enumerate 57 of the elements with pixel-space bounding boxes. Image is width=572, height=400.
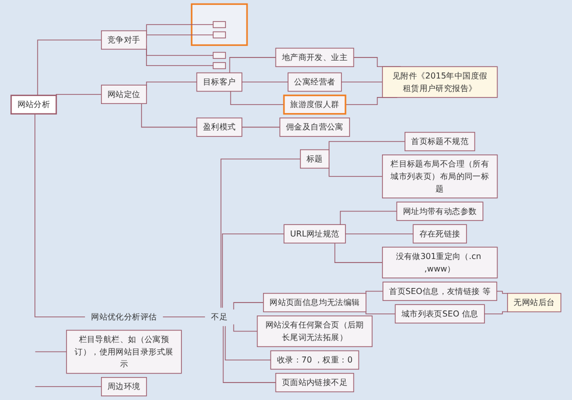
node-box (394, 304, 485, 324)
connector (224, 326, 272, 360)
node-box (288, 72, 342, 92)
connector (146, 48, 214, 66)
connector (233, 302, 264, 310)
node-box (256, 316, 373, 348)
node-box (66, 330, 182, 374)
connector (229, 57, 276, 74)
connector (496, 290, 509, 294)
node-box (10, 94, 57, 114)
connector (37, 40, 102, 96)
connector (334, 242, 383, 263)
node-box (275, 372, 354, 392)
node-box (284, 224, 346, 244)
node-text: 网站优化分析评估 (91, 312, 157, 322)
connector (242, 126, 280, 128)
node-box (382, 246, 498, 278)
node-box (382, 154, 498, 198)
node-box (382, 66, 498, 98)
node-box (101, 377, 147, 396)
node-box (404, 132, 476, 152)
node-box (212, 21, 226, 28)
node-box (212, 62, 226, 70)
connector (340, 210, 398, 225)
connector (141, 103, 198, 128)
connector (34, 113, 86, 318)
node-box (396, 202, 484, 221)
connector (222, 233, 284, 308)
connector (230, 90, 284, 105)
connector (345, 233, 414, 234)
node-box (196, 118, 242, 137)
connector (220, 158, 301, 308)
connector (56, 94, 102, 97)
node-box (279, 118, 350, 137)
node-box (412, 224, 467, 244)
connector (366, 290, 384, 294)
connector (222, 326, 276, 383)
node-box (275, 48, 354, 68)
connector (233, 324, 258, 332)
node-box (300, 149, 330, 169)
cluster (190, 3, 248, 46)
connector (162, 316, 206, 318)
connector (34, 351, 67, 352)
node-box (270, 350, 360, 370)
connector (484, 311, 509, 314)
connector (366, 311, 396, 314)
node-box (196, 72, 242, 92)
node-box (263, 292, 366, 312)
connector (34, 386, 102, 388)
node-box (507, 292, 562, 312)
node-box (382, 282, 498, 301)
node-box (101, 30, 147, 50)
node-box (101, 84, 147, 104)
node-box (212, 31, 226, 38)
node-box (283, 94, 346, 115)
node-box (212, 52, 226, 59)
node-text: 不足 (211, 312, 228, 322)
